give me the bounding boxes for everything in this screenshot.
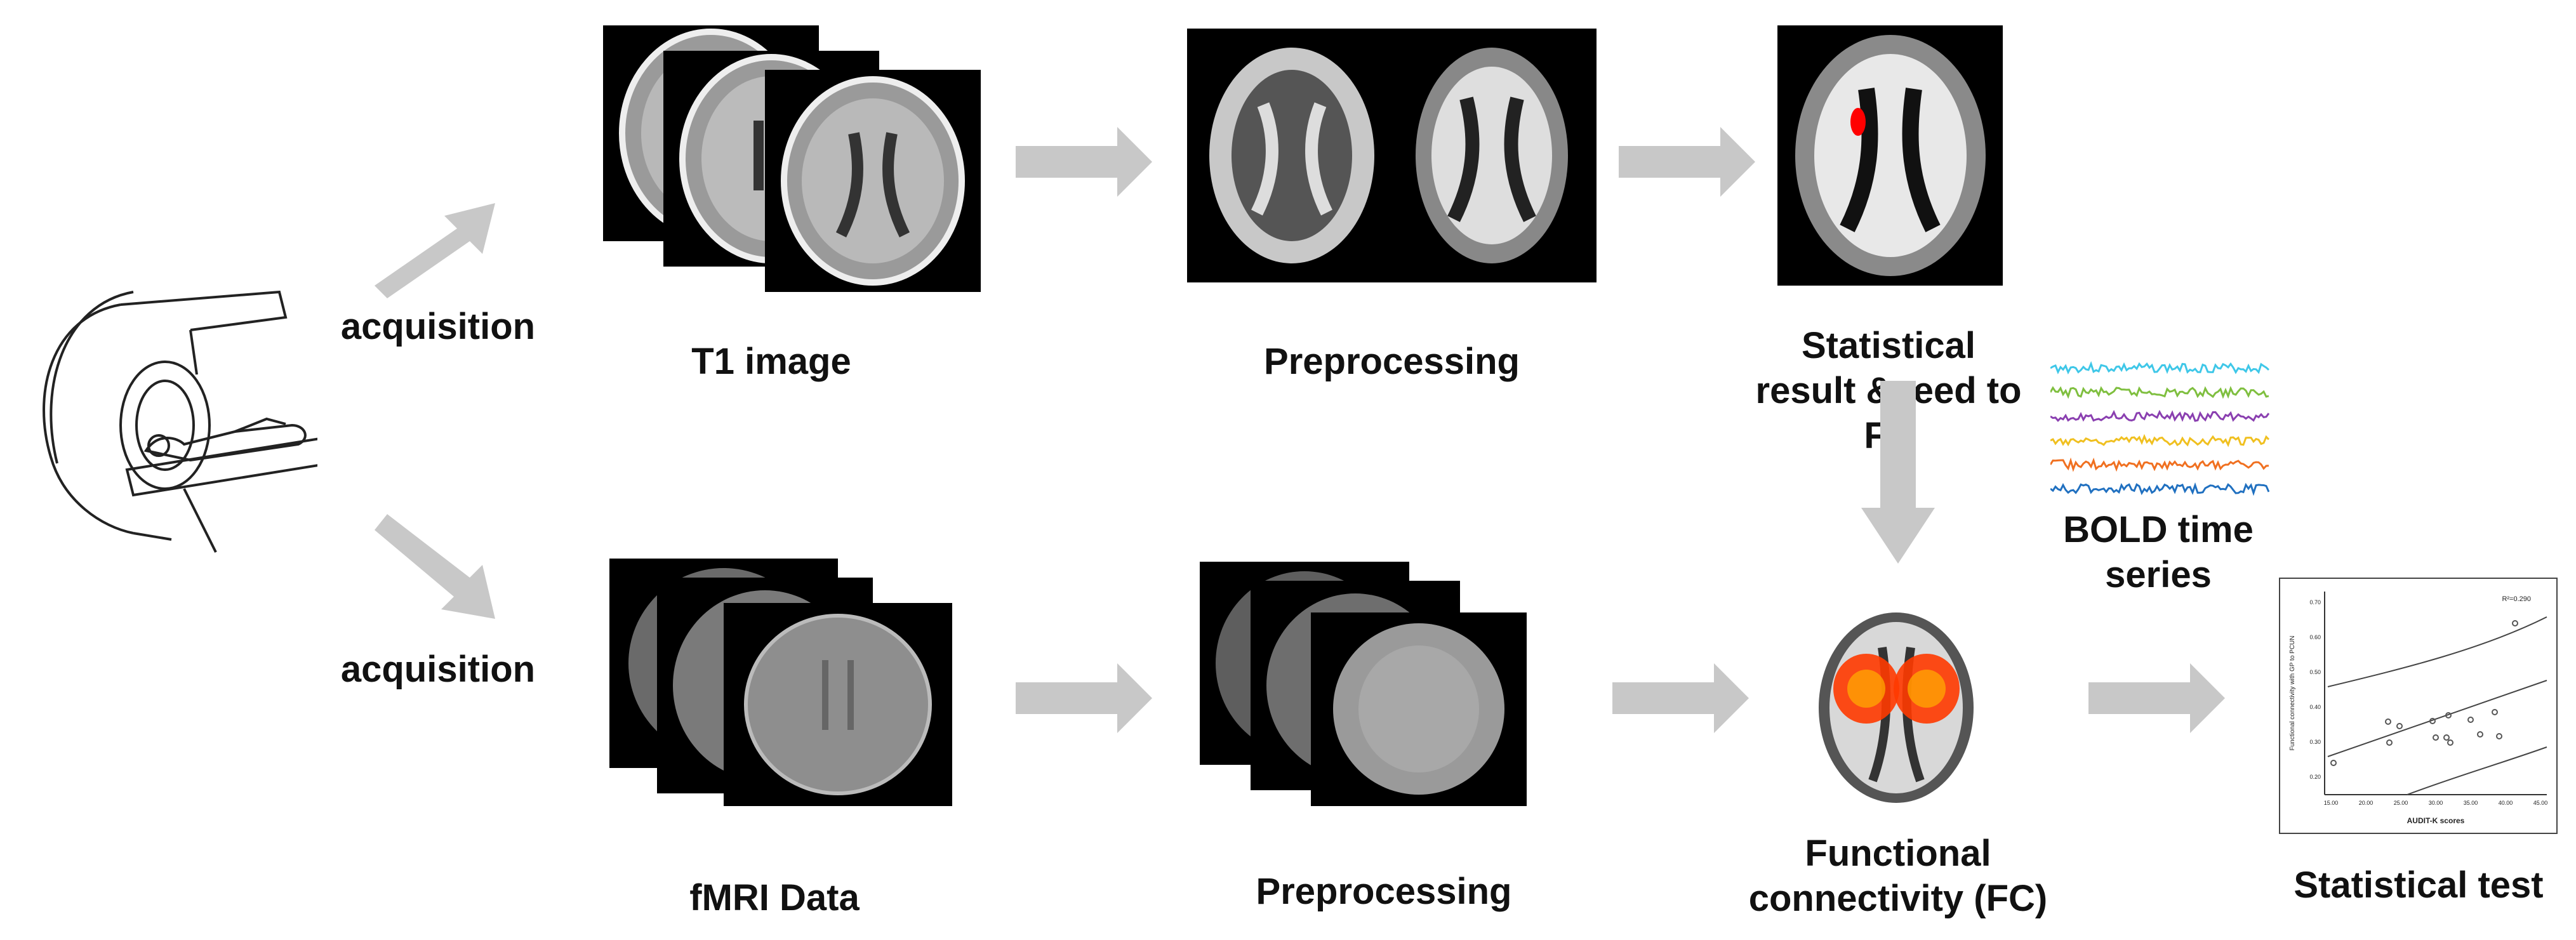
bold-series-line — [2050, 385, 2269, 399]
preprocessed-fmri-stack — [1200, 562, 1530, 816]
label-preprocessing-bottom: Preprocessing — [1256, 871, 1512, 912]
t1-image-stack — [603, 25, 981, 292]
scatter-xtick: 30.00 — [2429, 800, 2443, 806]
prep-fmri-slice-3 — [1311, 612, 1527, 806]
arrow-right-icon — [1016, 663, 1155, 733]
fc-brain-map — [1812, 609, 1981, 806]
arrow-right-icon — [1619, 127, 1758, 197]
seed-region — [1850, 108, 1866, 136]
mri-scanner-illustration — [25, 279, 317, 559]
bold-series-line — [2050, 457, 2269, 472]
statistical-result-panel — [1777, 25, 2003, 286]
scatter-xtick: 35.00 — [2464, 800, 2478, 806]
scatter-ytick: 0.30 — [2309, 739, 2321, 745]
arrow-down-right-icon — [368, 508, 508, 628]
label-statistical-test: Statistical test — [2294, 864, 2544, 906]
label-fmri-data: fMRI Data — [689, 877, 860, 918]
scatter-ylabel: Functional connectivity with GP to PCUN — [2289, 635, 2296, 750]
scatter-xtick: 45.00 — [2533, 800, 2548, 806]
scatter-xtick: 20.00 — [2359, 800, 2374, 806]
scatter-ytick: 0.50 — [2309, 669, 2321, 675]
arrow-up-right-icon — [368, 197, 508, 305]
label-acquisition-top: acquisition — [340, 306, 536, 347]
t1-slice-3 — [765, 70, 981, 292]
statistical-test-scatter-plot: R²=0.290 0.70 0.60 0.50 0.40 0.30 0.20 15.00 2… — [2279, 578, 2558, 834]
arrow-right-icon — [2088, 663, 2228, 733]
arrow-right-icon — [1016, 127, 1155, 197]
bold-time-series-plot — [2050, 355, 2269, 501]
scatter-xtick: 40.00 — [2499, 800, 2513, 806]
scatter-ytick: 0.40 — [2309, 704, 2321, 710]
scatter-stat: R²=0.290 — [2502, 595, 2531, 603]
scatter-ytick: 0.60 — [2309, 634, 2321, 640]
scatter-ytick: 0.70 — [2309, 599, 2321, 606]
arrow-down-icon — [1860, 381, 1936, 565]
label-bold-time-series: BOLD time series — [2063, 509, 2254, 595]
scatter-ytick: 0.20 — [2309, 774, 2321, 780]
scatter-xtick: 15.00 — [2324, 800, 2339, 806]
bold-series-line — [2050, 361, 2269, 375]
fmri-slice-3 — [724, 603, 952, 806]
label-acquisition-bottom: acquisition — [340, 649, 536, 690]
scatter-xtick: 25.00 — [2394, 800, 2408, 806]
bold-series-line — [2050, 482, 2269, 496]
arrow-right-icon — [1612, 663, 1752, 733]
bold-series-line — [2050, 409, 2269, 422]
label-t1-image: T1 image — [691, 341, 851, 382]
preprocessed-t1-panel — [1187, 29, 1597, 282]
fmri-image-stack — [609, 559, 965, 812]
bold-series-line — [2050, 434, 2269, 447]
scatter-xlabel: AUDIT-K scores — [2407, 816, 2465, 825]
label-preprocessing-top: Preprocessing — [1264, 341, 1520, 382]
label-functional-connectivity: Functional connectivity (FC) — [1748, 833, 2048, 919]
